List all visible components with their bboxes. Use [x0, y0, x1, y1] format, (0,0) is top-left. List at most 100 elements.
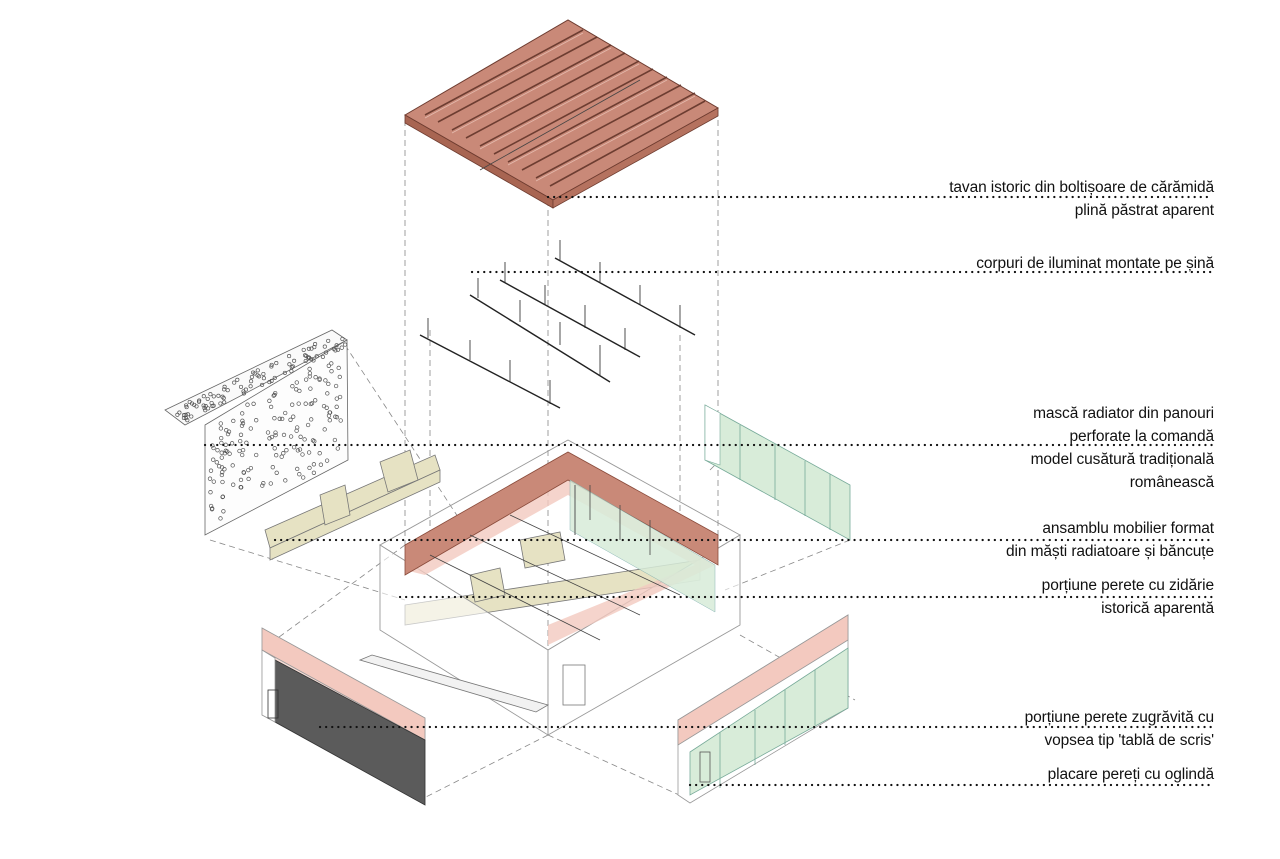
label-radiator-mask-line-3: model cusătură tradițională — [1030, 451, 1215, 468]
perforation-hole — [297, 447, 303, 452]
perforation-hole — [261, 481, 266, 486]
blackboard-wall-panel — [261, 627, 426, 806]
perforation-hole — [203, 404, 208, 409]
perforation-hole — [272, 446, 277, 451]
perforation-hole — [240, 411, 245, 416]
label-brick-wall-line-1: porțiune perete cu zidărie — [1041, 577, 1214, 594]
perforation-hole — [303, 377, 309, 382]
perforation-hole — [175, 412, 180, 417]
perforation-hole — [214, 460, 219, 465]
perforation-hole — [211, 457, 216, 462]
perforation-hole — [241, 391, 246, 396]
perforation-hole — [249, 374, 254, 380]
perforation-hole — [220, 470, 225, 475]
historic-ceiling — [404, 19, 720, 209]
perforation-hole — [227, 451, 232, 456]
perforation-hole — [307, 355, 312, 361]
projection-lines — [209, 110, 856, 801]
perforation-hole — [295, 448, 301, 453]
perforation-hole — [218, 421, 223, 426]
perforation-hole — [207, 476, 213, 481]
perforation-hole — [181, 413, 187, 418]
perforation-hole — [340, 336, 345, 342]
perforation-hole — [308, 401, 313, 407]
perforation-hole — [337, 374, 342, 380]
perforation-hole — [184, 403, 189, 408]
perforation-hole — [322, 344, 327, 349]
perforation-hole — [185, 412, 190, 417]
perforation-hole — [238, 384, 244, 389]
perforation-hole — [220, 494, 226, 499]
perforation-hole — [254, 418, 259, 423]
perforation-hole — [272, 392, 277, 398]
perforation-hole — [294, 428, 299, 433]
perforation-hole — [307, 371, 313, 376]
perforation-hole — [219, 435, 224, 441]
perforation-hole — [267, 398, 272, 403]
label-ceiling-line-1: tavan istoric din boltișoare de cărămidă — [949, 179, 1214, 196]
perforation-hole — [272, 416, 277, 421]
perforation-hole — [231, 418, 236, 424]
perforation-hole — [224, 428, 229, 433]
perforation-hole — [269, 364, 274, 369]
perforation-hole — [251, 401, 256, 406]
perforation-hole — [248, 384, 253, 389]
perforation-hole — [334, 396, 339, 401]
perforation-hole — [303, 401, 308, 406]
perforation-hole — [317, 377, 322, 382]
perforation-hole — [254, 452, 259, 458]
perforation-hole — [273, 432, 278, 438]
perforation-hole — [267, 380, 272, 385]
perforation-hole — [209, 507, 215, 512]
perforation-hole — [245, 402, 250, 407]
perforation-hole — [218, 426, 224, 431]
perforation-hole — [229, 441, 235, 446]
perforation-hole — [239, 423, 245, 428]
perforation-hole — [294, 380, 299, 385]
perforation-hole — [327, 418, 332, 423]
perforation-hole — [303, 358, 308, 364]
perforation-hole — [240, 421, 246, 426]
perforation-hole — [300, 452, 305, 457]
perforation-hole — [232, 380, 237, 385]
perforation-hole — [225, 431, 231, 437]
perforation-hole — [223, 448, 228, 453]
perforation-hole — [289, 369, 294, 374]
perforation-hole — [301, 475, 306, 480]
perforation-hole — [281, 451, 286, 456]
perforation-hole — [261, 371, 266, 377]
perforation-hole — [307, 374, 312, 379]
perforation-hole — [333, 414, 338, 419]
perforation-hole — [290, 364, 295, 369]
perforation-hole — [268, 404, 274, 410]
perforation-hole — [301, 347, 306, 352]
perforation-hole — [219, 472, 225, 478]
perforation-hole — [336, 365, 341, 371]
perforation-hole — [271, 393, 276, 398]
perforation-hole — [311, 470, 317, 475]
perforation-hole — [261, 376, 266, 381]
perforation-hole — [246, 467, 251, 473]
perforation-hole — [305, 422, 311, 428]
leader-lines — [203, 195, 1214, 787]
mirror-wall-right — [677, 614, 849, 804]
perforation-hole — [307, 465, 312, 471]
perforation-hole — [222, 400, 227, 405]
perforation-hole — [211, 479, 216, 484]
perforation-hole — [329, 361, 334, 366]
perforation-hole — [317, 451, 322, 456]
perforation-hole — [185, 418, 190, 423]
perforation-hole — [332, 437, 338, 443]
perforation-hole — [209, 400, 214, 406]
perforation-hole — [218, 516, 223, 521]
perforation-hole — [279, 454, 284, 459]
perforation-hole — [288, 434, 294, 439]
perforation-hole — [288, 417, 293, 422]
room-box — [379, 439, 741, 736]
perforation-hole — [306, 346, 311, 351]
perforation-hole — [323, 378, 328, 383]
perforation-hole — [244, 440, 249, 445]
perforation-hole — [211, 394, 216, 399]
perforation-hole — [326, 413, 332, 418]
perforation-hole — [290, 402, 295, 407]
